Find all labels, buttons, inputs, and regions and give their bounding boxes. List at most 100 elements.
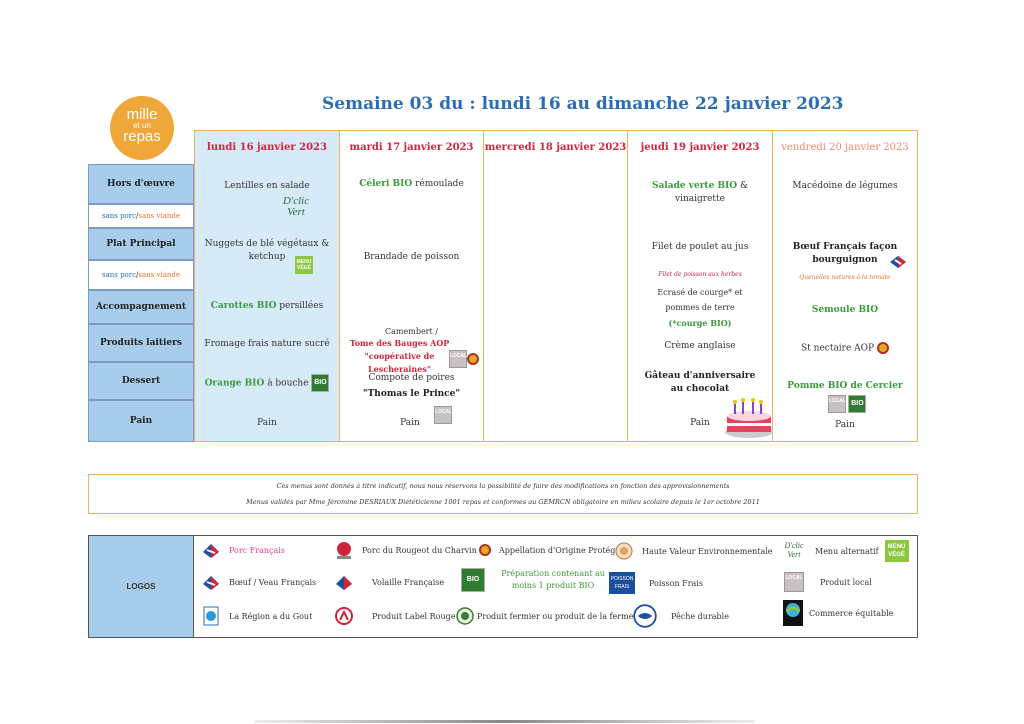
legend-text: Poisson Frais [649,578,703,588]
aop-icon [467,353,479,365]
lundi-pain: Pain [257,418,277,428]
legend-peche-durable: Pêche durable [633,604,729,628]
bio-text: Orange BIO [204,378,265,389]
legend-produit-local: LOCAL Produit local [784,572,872,592]
logos-label: LOGOS [89,536,194,637]
mardi-pain: Pain [400,418,420,428]
vert-text: Vert [287,206,305,218]
hors-rest: rémoulade [412,179,464,189]
row-label-hors-doeuvre: Hors d'œuvre [88,164,194,204]
porc-francais-icon [203,544,219,558]
jeudi-plat: Filet de poulet au jus [651,242,749,252]
row-label-pain: Pain [88,400,194,442]
legend-text: Bœuf / Veau Français [229,577,317,587]
legend-produit-fermier: Produit fermier ou produit de la ferme [455,606,633,626]
local-icon: LOCAL [449,350,467,368]
dessert-rest: de Cercier [847,381,903,391]
vendredi-dessert-badges: LOCAL BIO [822,395,872,413]
bio-icon: BIO [311,374,330,392]
local-icon: LOCAL [827,395,846,413]
vendredi-accomp: Semoule BIO [811,305,879,315]
legend-porc-rougeot: Porc du Rougeot du Charvin [334,540,477,560]
vendredi-pain: Pain [835,420,855,430]
viande-francaise-icon [890,256,906,268]
brand-line2: et un [133,121,151,130]
legend-text: Volaille Française [372,577,445,587]
row-label-sans-porc: sans porc / sans viande [88,204,194,228]
row-label-plat-principal: Plat Principal [88,228,194,260]
bio-text: Salade verte BIO [652,181,738,191]
legend-label-rouge: Produit Label Rouge [334,606,456,626]
mardi-plat: Brandade de poisson [363,252,460,262]
legend-hve: Haute Valeur Environnementale [614,541,773,561]
fairtrade-icon [783,600,803,626]
hve-icon [615,542,633,560]
mardi-hors: Céleri BIO rémoulade [339,178,484,191]
vendredi-plat-sans-porc: Quenelles natures à la tomate [799,274,891,281]
scan-edge-line [255,720,755,723]
logos-legend: LOGOS Porc Français Porc du Rougeot du C… [88,535,918,638]
brand-logo: mille et un repas [110,96,174,160]
mardi-laitiers-1: Camembert / [385,327,438,336]
clic-text: D'clic [282,195,310,207]
sep: / [136,271,139,279]
sans-porc-label: sans porc [101,212,137,220]
day-header-mardi: mardi 17 janvier 2023 [349,142,474,153]
peche-durable-icon [633,604,657,628]
legend-text: Préparation contenant au moins 1 produit… [501,569,605,590]
disclaimer-line1: Ces menus sont donnés à titre indicatif,… [276,482,730,490]
boeuf-veau-icon [203,576,219,590]
poisson-2: FRAIS [614,584,630,590]
vendredi-laitiers: St nectaire AOP [772,342,918,356]
lundi-hors: Lentilles en salade [224,181,310,191]
vege-1: MENU [887,544,906,550]
jeudi-laitiers: Crème anglaise [664,341,736,351]
lundi-laitiers: Fromage frais nature sucré [204,339,330,349]
mardi-laitiers-2: Tome des Bauges AOP "coopérative de Lesc… [349,338,450,374]
legend-text: Menu alternatif [815,546,879,556]
row-label-dessert: Dessert [88,362,194,400]
jeudi-dessert: Gâteau d'anniversaire au chocolat [644,371,756,394]
dessert-rest: à bouche [264,378,309,389]
mardi-dessert-1: Compote de poires [368,373,455,383]
vege-2: VÉGÉ [297,265,311,271]
row-label-sans-porc-2: sans porc / sans viande [88,260,194,290]
legend-text: Produit local [820,577,872,587]
row-label-produits-laitiers: Produits laitiers [88,324,194,362]
porc-rougeot-icon [337,542,351,559]
aop-icon [479,544,491,556]
day-header-vendredi: vendredi 20 janvier 2023 [781,142,909,153]
local-icon: LOCAL [784,572,804,592]
birthday-cake-icon [725,398,773,438]
sans-porc-label: sans porc [101,271,137,279]
legend-volaille: Volaille Française [334,572,444,592]
local-icon: LOCAL [434,406,452,424]
vege-2: VÉGÉ [888,552,905,558]
vendredi-plat-icon [886,254,910,275]
hors-rest: & vinaigrette [675,181,748,204]
aop-icon [876,342,889,354]
day-column-lundi [194,130,340,442]
jeudi-accomp-2: (*courge BIO) [668,318,732,328]
bio-icon: BIO [848,395,867,413]
clic-text: D'clic [784,541,804,550]
lundi-plat: Nuggets de blé végétaux & ketchup [204,239,330,262]
row-label-accompagnement: Accompagnement [88,290,194,324]
disclaimer-box: Ces menus sont donnés à titre indicatif,… [88,474,918,514]
legend-porc-francais: Porc Français [201,540,285,560]
vendredi-hors: Macédoine de légumes [792,181,898,191]
legend-aop: Appellation d'Origine Protégée [479,544,625,556]
legend-text: Appellation d'Origine Protégée [499,545,625,555]
bio-text: Céleri BIO [359,179,413,189]
jeudi-accomp-1: Ecrasé de courge* et pommes de terre [657,288,743,312]
sep: / [136,212,139,220]
region-gout-icon [203,606,219,626]
legend-boeuf-veau: Bœuf / Veau Français [201,572,316,592]
legend-region-gout: La Région a du Gout [201,606,312,626]
bio-icon: BIO [461,568,485,592]
